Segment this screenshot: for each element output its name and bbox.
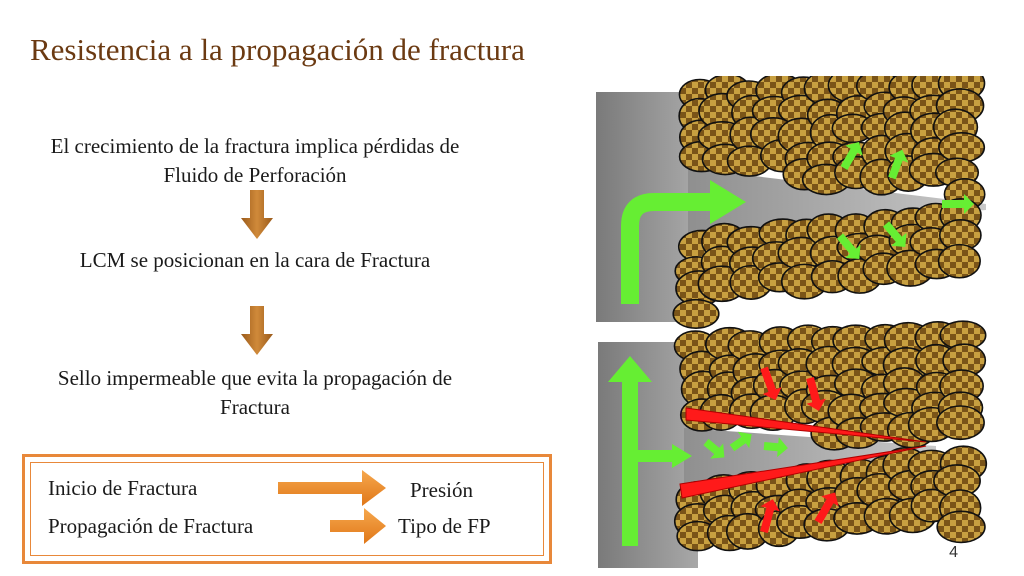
leak-off-arrow-icon: [703, 438, 725, 459]
lcm-particle: [937, 243, 981, 279]
label-fp-type: Tipo de FP: [398, 514, 491, 538]
seal-upper: [685, 407, 927, 443]
down-arrow-icon: [241, 190, 273, 239]
pressure-arrow-icon: [806, 376, 826, 411]
label-pressure: Presión: [410, 478, 473, 502]
pressure-arrow-icon: [760, 499, 780, 534]
leak-off-arrows-top: [836, 142, 974, 259]
right-arrow-icon: [330, 508, 386, 544]
step-lcm-position: LCM se posicionan en la cara de Fractura: [79, 248, 431, 272]
sealed-fracture-panel: [598, 320, 988, 568]
flow-arrow-icon: [608, 356, 652, 382]
lcm-particle: [938, 131, 986, 163]
lcm-particle: [936, 405, 985, 441]
flow-branch: [624, 450, 674, 463]
right-arrow-icon: [278, 470, 386, 506]
leak-off-arrows-bottom: [703, 366, 839, 534]
pressure-arrow-icon: [760, 366, 782, 400]
pressure-arrow-icon: [814, 492, 839, 524]
flow-arrow-icon: [710, 180, 746, 224]
label-fracture-propagation: Propagación de Fractura: [48, 514, 254, 538]
fracture-channel: [688, 168, 986, 236]
leak-off-arrow-icon: [888, 149, 909, 180]
leak-off-arrow-icon: [729, 431, 752, 452]
leak-off-arrow-icon: [840, 142, 863, 170]
page-number: 4: [949, 544, 958, 561]
open-fracture-panel: [596, 76, 986, 329]
leak-off-arrow-icon: [836, 233, 861, 259]
step-fracture-growth: El crecimiento de la fractura implica pé…: [50, 134, 460, 187]
leak-off-arrow-icon: [942, 194, 974, 214]
flow-arrow-shaft: [621, 193, 714, 304]
label-fracture-start: Inicio de Fractura: [48, 476, 198, 500]
leak-off-arrow-icon: [763, 437, 788, 458]
summary-box-inner-border: [30, 462, 544, 556]
flow-branch-arrow-icon: [672, 444, 692, 468]
down-arrow-icon: [241, 306, 273, 355]
step-impermeable-seal: Sello impermeable que evita la propagaci…: [57, 366, 453, 419]
lcm-particle: [672, 298, 720, 329]
summary-box: [22, 454, 552, 564]
lcm-particle: [936, 510, 986, 544]
slide-title: Resistencia a la propagación de fractura: [30, 32, 525, 67]
fracture-diagram: [596, 76, 988, 568]
seal-lower: [679, 445, 927, 499]
leak-off-arrow-icon: [882, 221, 907, 247]
